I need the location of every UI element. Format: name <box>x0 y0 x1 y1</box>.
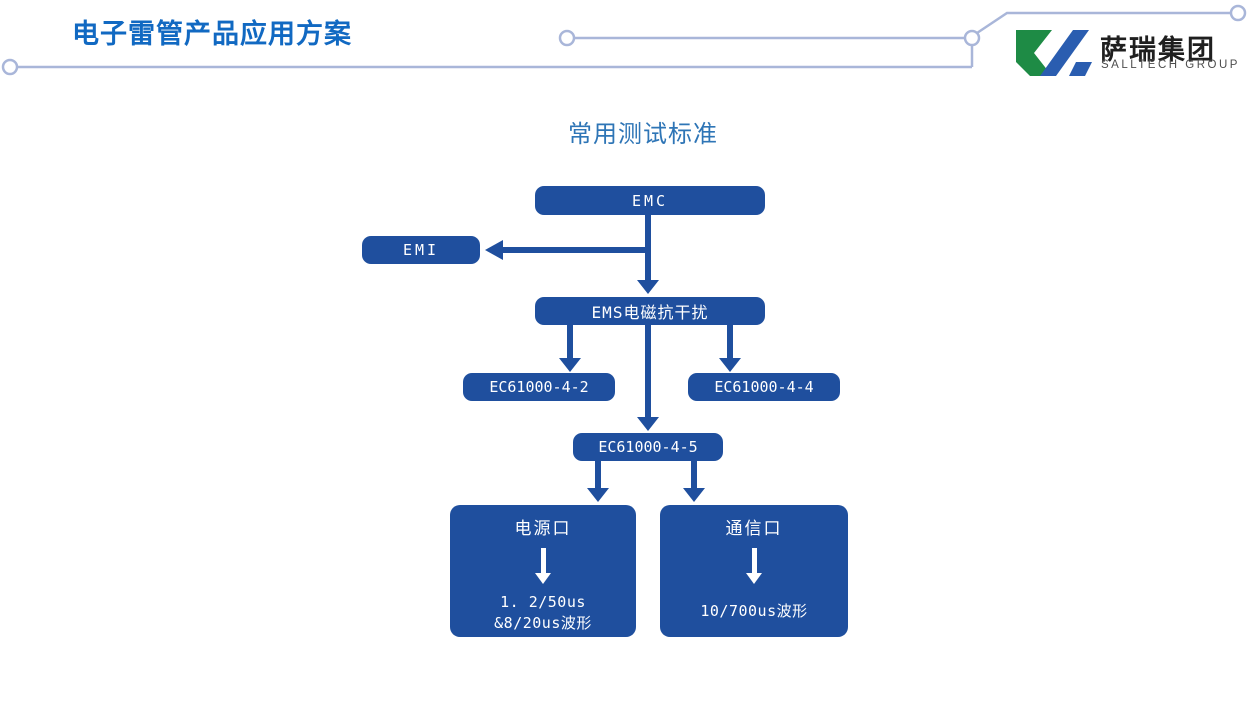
accent-circle-top-right <box>1229 4 1247 22</box>
accent-circle-mid-left <box>558 29 576 47</box>
arrowhead-ec4 <box>719 358 741 372</box>
node-comm-port: 通信口 10/700us波形 <box>660 505 848 637</box>
comm-port-waveform: 10/700us波形 <box>700 602 808 620</box>
arrowhead-ec5 <box>637 417 659 431</box>
down-arrow-icon <box>535 548 551 584</box>
logo-company-name-en: SALLTECH GROUP <box>1101 59 1240 71</box>
down-arrow-icon <box>746 548 762 584</box>
accent-circle-left <box>1 58 19 76</box>
company-logo: 萨瑞集团 SALLTECH GROUP <box>1016 26 1248 78</box>
node-emi: EMI <box>362 236 480 264</box>
power-port-title: 电源口 <box>514 519 572 539</box>
node-ec61000-4-4: EC61000-4-4 <box>688 373 840 401</box>
comm-port-title: 通信口 <box>725 519 783 539</box>
arrowhead-ec2 <box>559 358 581 372</box>
node-ems: EMS电磁抗干扰 <box>535 297 765 325</box>
node-power-port: 电源口 1. 2/50us &8/20us波形 <box>450 505 636 637</box>
connector-emc-emi <box>503 247 651 253</box>
diagram-title: 常用测试标准 <box>568 120 718 148</box>
arrowhead-ems <box>637 280 659 294</box>
arrowhead-comm <box>683 488 705 502</box>
connector-ec5-comm <box>691 461 697 488</box>
power-port-waveform: 1. 2/50us &8/20us波形 <box>494 593 592 632</box>
arrowhead-power <box>587 488 609 502</box>
page-title: 电子雷管产品应用方案 <box>72 19 352 50</box>
arrowhead-emi <box>485 240 503 260</box>
accent-circle-mid-right <box>963 29 981 47</box>
connector-ems-ec4 <box>727 325 733 358</box>
node-emc: EMC <box>535 186 765 215</box>
logo-company-name: 萨瑞集团 <box>1100 35 1216 66</box>
node-ec61000-4-2: EC61000-4-2 <box>463 373 615 401</box>
connector-ec5-power <box>595 461 601 488</box>
logo-mark-icon <box>1016 30 1092 76</box>
connector-ems-ec2 <box>567 325 573 358</box>
node-ec61000-4-5: EC61000-4-5 <box>573 433 723 461</box>
connector-ems-ec5 <box>645 325 651 417</box>
